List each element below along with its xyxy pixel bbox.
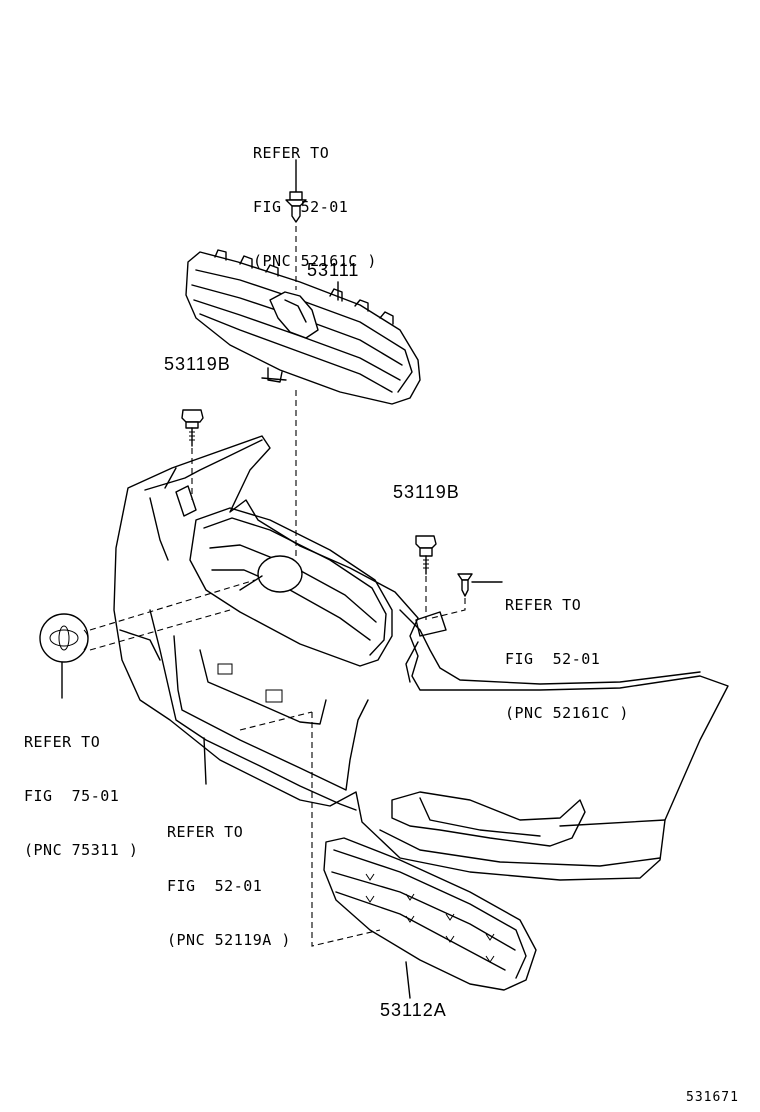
upper-grille-drawing	[185, 249, 421, 405]
lower-grille-drawing	[239, 711, 537, 999]
ref-bumper-label: REFER TO FIG 52-01 (PNC 52119A )	[167, 787, 291, 967]
part-number-53119b-right: 53119B	[393, 482, 460, 502]
ref-top-line2: FIG 52-01	[253, 198, 349, 216]
ref-emblem-label: REFER TO FIG 75-01 (PNC 75311 )	[24, 697, 138, 877]
part-number-53119b-left: 53119B	[164, 354, 231, 374]
bumper-cover-drawing	[113, 435, 729, 881]
retainer-right-drawing	[415, 535, 437, 620]
ref-right-line3: (PNC 52161C )	[505, 704, 629, 722]
part-number-53112a: 53112A	[380, 1000, 447, 1020]
ref-right-label: REFER TO FIG 52-01 (PNC 52161C )	[505, 560, 629, 740]
ref-bumper-line1: REFER TO	[167, 823, 244, 841]
ref-emblem-line1: REFER TO	[24, 733, 101, 751]
part-number-53111: 53111	[307, 260, 360, 280]
ref-top-label: REFER TO FIG 52-01 (PNC 52161C )	[253, 108, 377, 288]
ref-right-line2: FIG 52-01	[505, 650, 601, 668]
figure-number: 531671	[686, 1090, 739, 1105]
top-clip-drawing	[285, 159, 307, 223]
retainer-left-drawing	[181, 409, 204, 500]
right-clip-drawing	[431, 573, 503, 619]
ref-bumper-line3: (PNC 52119A )	[167, 931, 291, 949]
ref-top-line3: (PNC 52161C )	[253, 252, 377, 270]
emblem-drawing	[39, 579, 256, 699]
ref-bumper-line2: FIG 52-01	[167, 877, 263, 895]
ref-emblem-line2: FIG 75-01	[24, 787, 120, 805]
ref-emblem-line3: (PNC 75311 )	[24, 841, 139, 859]
ref-right-line1: REFER TO	[505, 596, 582, 614]
ref-top-line1: REFER TO	[253, 144, 330, 162]
